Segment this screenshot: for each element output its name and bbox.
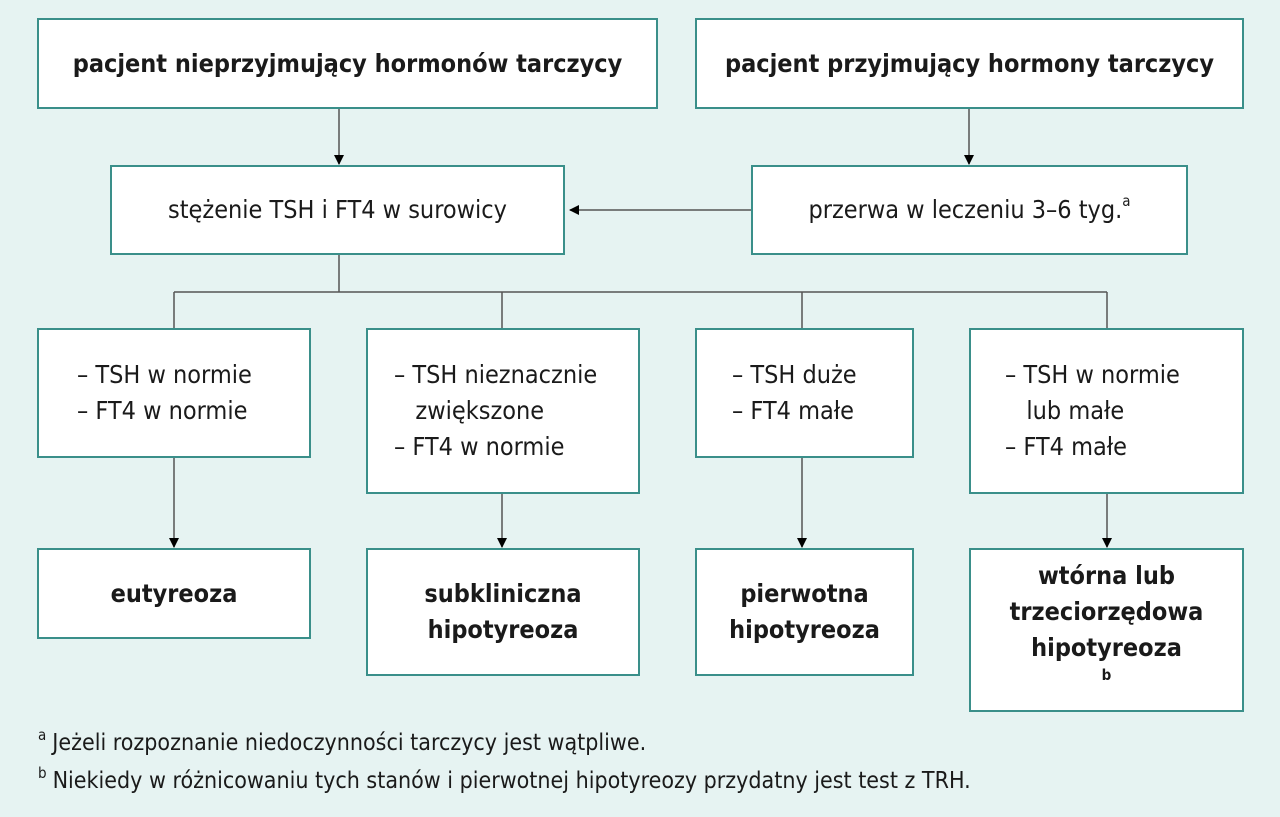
box-label: pacjent nieprzyjmujący hormonów tarczycy	[72, 48, 623, 78]
criteria-box-1: – TSH w normie – FT4 w normie	[37, 328, 311, 458]
box-patient-taking-hormones: pacjent przyjmujący hormony tarczycy	[695, 18, 1244, 109]
criteria-box-2: – TSH nieznacznie zwiększone – FT4 w nor…	[366, 328, 640, 494]
box-label: stężenie TSH i FT4 w surowicy	[168, 195, 507, 224]
criteria-box-4: – TSH w normie lub małe – FT4 małe	[969, 328, 1244, 494]
result-line: subkliniczna	[424, 579, 582, 608]
box-treatment-break: przerwa w leczeniu 3–6 tyg.a	[751, 165, 1188, 255]
criteria-line: – TSH w normie	[77, 360, 252, 389]
footnote-a: a Jeżeli rozpoznanie niedoczynności tarcz…	[38, 726, 647, 760]
footnote-mark: a	[38, 726, 47, 744]
criteria-box-3: – TSH duże – FT4 małe	[695, 328, 914, 458]
criteria-line: zwiększone	[394, 396, 545, 425]
footnote-text: Niekiedy w różnicowaniu tych stanów i pi…	[52, 768, 971, 794]
result-primary-hypothyroidism: pierwotna hipotyreoza	[695, 548, 914, 676]
footnote-ref-b: b	[1101, 665, 1112, 684]
criteria-line: – TSH w normie	[1005, 360, 1180, 389]
criteria-line: – TSH duże	[732, 360, 857, 389]
box-patient-not-taking-hormones: pacjent nieprzyjmujący hormonów tarczycy	[37, 18, 658, 109]
footnote-b: b Niekiedy w różnicowaniu tych stanów i p…	[38, 764, 971, 798]
result-subclinical-hypothyroidism: subkliniczna hipotyreoza	[366, 548, 640, 676]
footnote-mark: b	[38, 764, 47, 782]
box-label: pacjent przyjmujący hormony tarczycy	[724, 48, 1214, 78]
result-line: wtórna lub	[1038, 561, 1175, 590]
box-tsh-ft4-measurement: stężenie TSH i FT4 w surowicy	[110, 165, 565, 255]
criteria-line: – FT4 w normie	[394, 432, 565, 461]
criteria-line: – FT4 małe	[1005, 432, 1127, 461]
result-line: hipotyreoza	[427, 615, 579, 644]
criteria-line: – FT4 w normie	[77, 396, 248, 425]
box-label: przerwa w leczeniu 3–6 tyg.a	[808, 191, 1131, 224]
result-line: trzeciorzędowa	[1009, 597, 1204, 626]
result-line: hipotyreoza	[729, 615, 880, 644]
criteria-line: lub małe	[1005, 396, 1125, 425]
result-line: pierwotna	[740, 579, 869, 608]
footnote-text: Jeżeli rozpoznanie niedoczynności tarczy…	[52, 730, 647, 756]
criteria-line: – FT4 małe	[732, 396, 854, 425]
result-line: eutyreoza	[110, 578, 238, 608]
criteria-line: – TSH nieznacznie	[394, 360, 598, 389]
footnote-ref-a: a	[1122, 191, 1131, 210]
result-euthyroid: eutyreoza	[37, 548, 311, 639]
